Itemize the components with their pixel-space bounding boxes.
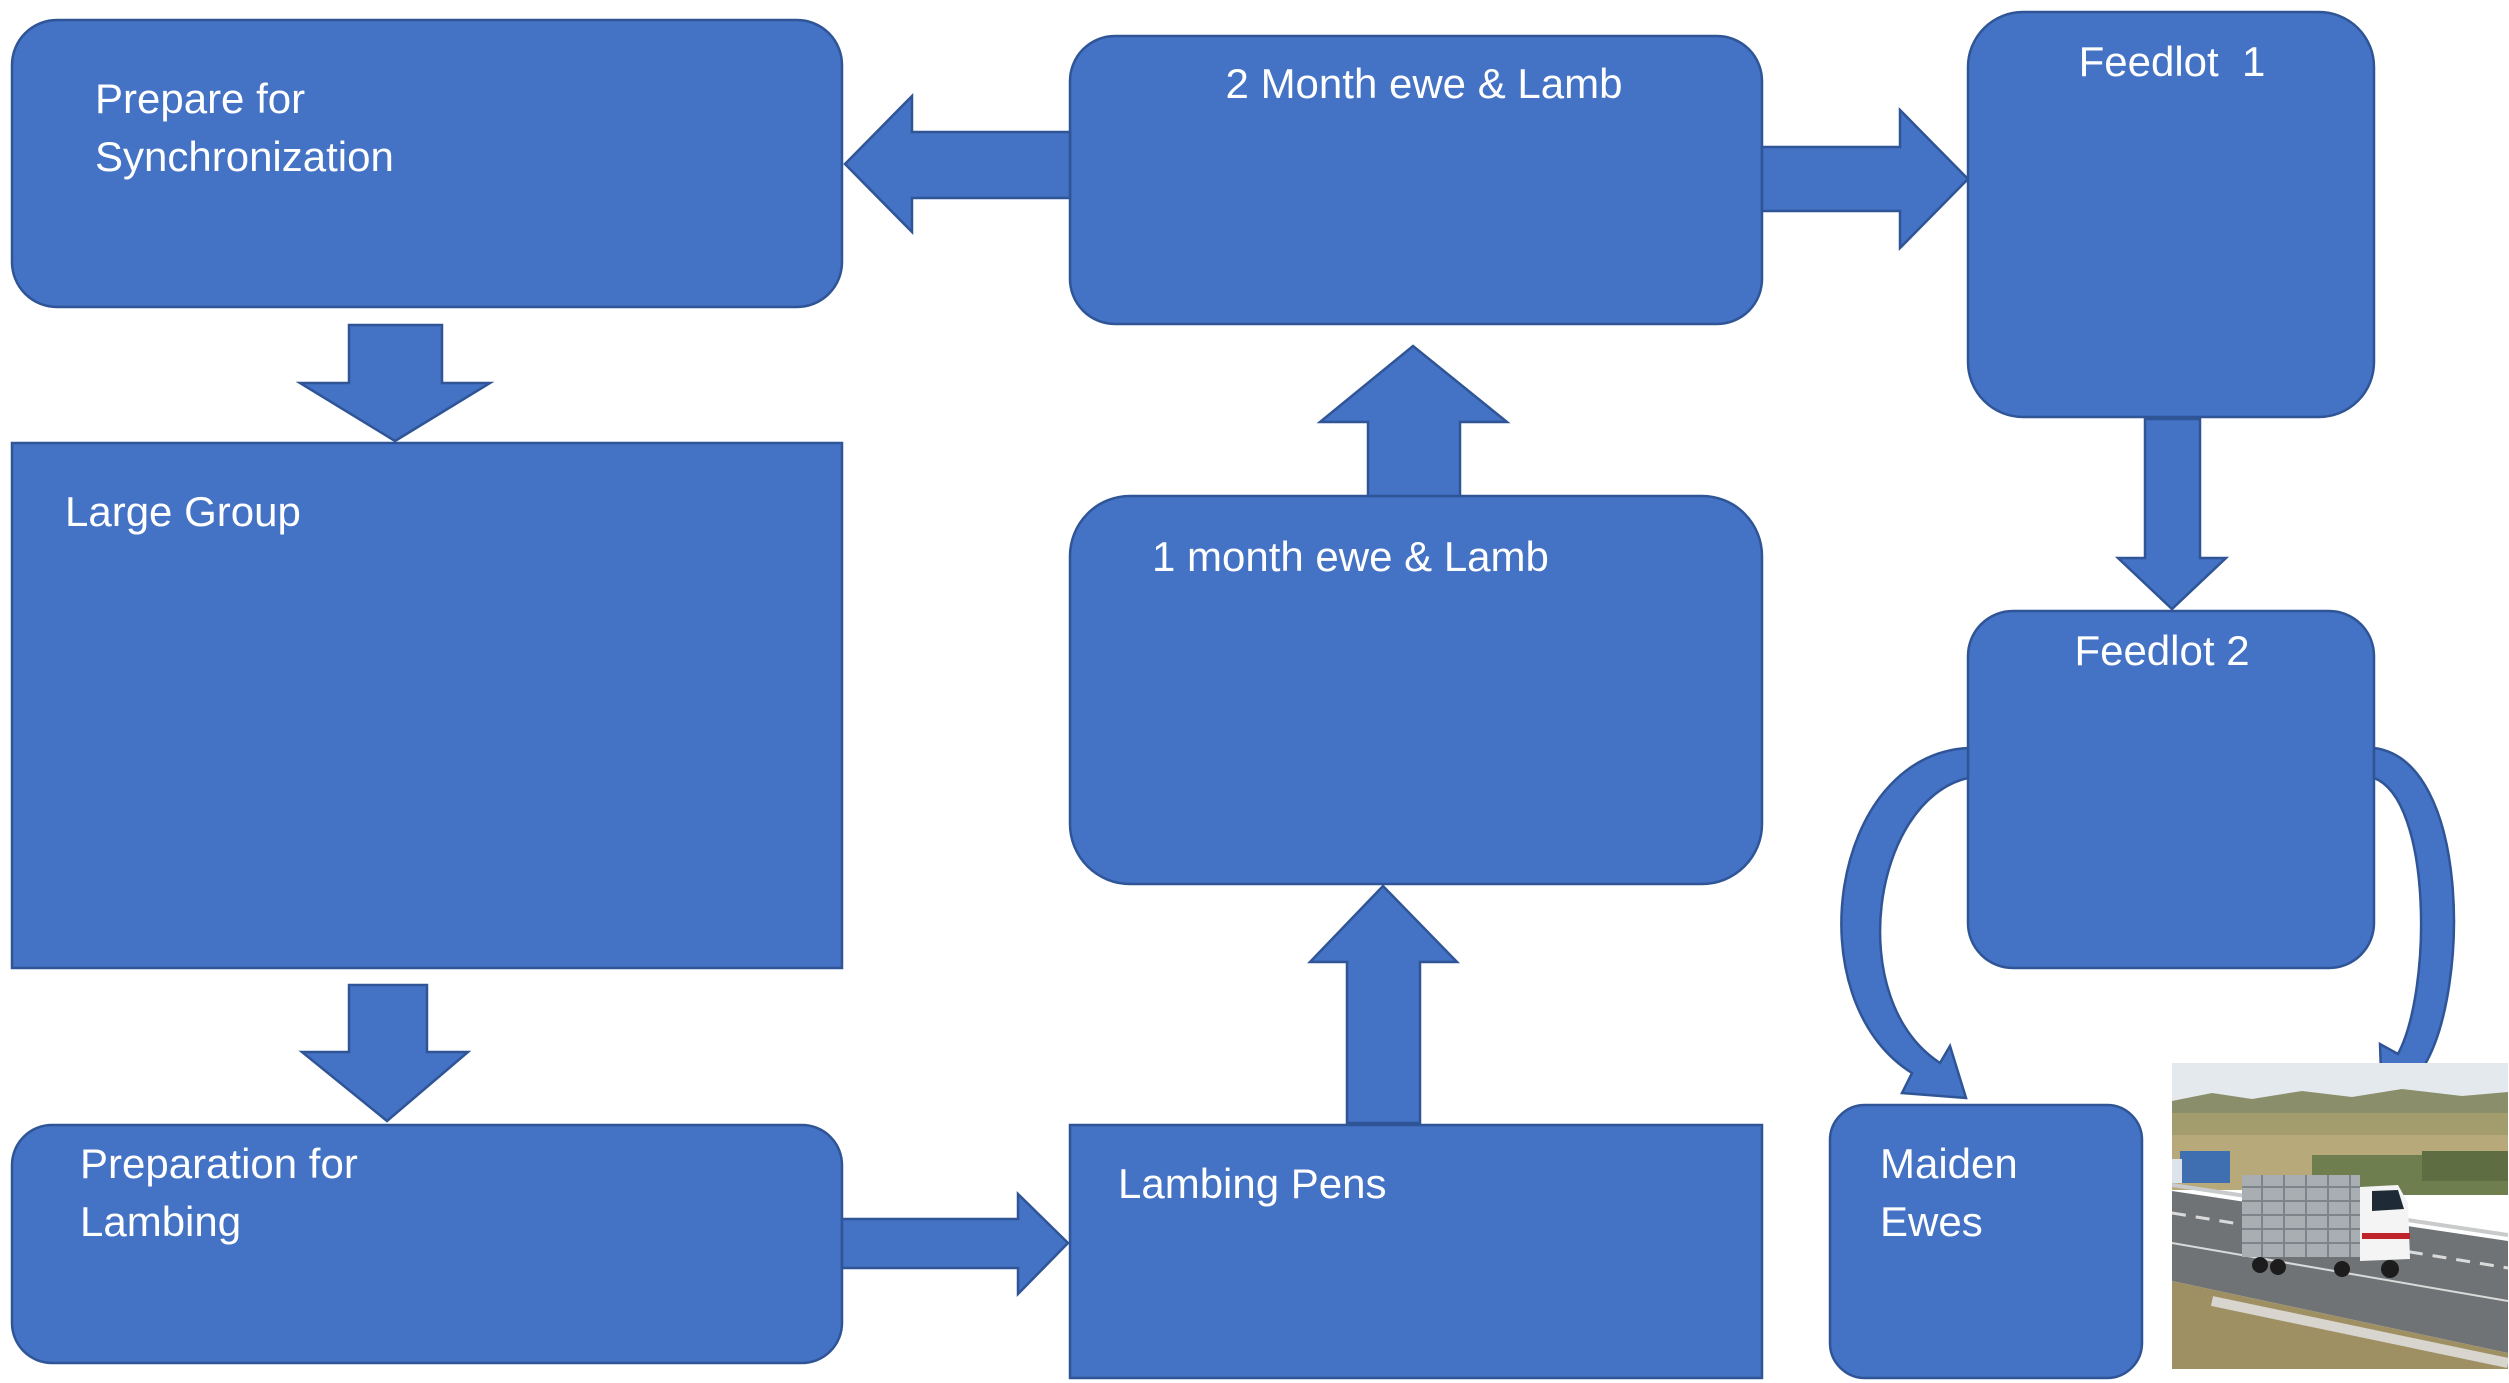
node-prepare-sync-line2: Synchronization	[95, 133, 394, 180]
arrow-feedlot2-to-truck	[2372, 746, 2456, 1104]
node-feedlot-2-label: Feedlot 2	[2074, 627, 2249, 674]
node-large-group-label: Large Group	[65, 488, 301, 535]
node-feedlot-2: Feedlot 2	[1966, 609, 2376, 970]
node-prep-lambing-line2: Lambing	[80, 1198, 241, 1245]
node-maiden-ewes: Maiden Ewes	[1828, 1103, 2144, 1380]
arrow-prepare-sync-to-large-group	[295, 323, 495, 443]
arrow-lambing-pens-to-1month	[1307, 884, 1460, 1125]
node-maiden-ewes-line2: Ewes	[1880, 1198, 1983, 1245]
node-1-month-ewe-lamb: 1 month ewe & Lamb	[1068, 494, 1764, 886]
arrow-feedlot1-to-feedlot2	[2114, 417, 2230, 611]
node-feedlot-1-label: Feedlot 1	[2079, 38, 2266, 85]
node-large-group: Large Group	[10, 441, 844, 970]
node-prep-lambing-line1: Preparation for	[80, 1140, 358, 1187]
node-lambing-pens: Lambing Pens	[1068, 1123, 1764, 1380]
node-prepare-for-synchronization: Prepare for Synchronization	[10, 18, 844, 309]
arrow-large-group-to-prep-lambing	[298, 983, 472, 1123]
node-feedlot-1: Feedlot 1	[1966, 10, 2376, 419]
node-lambing-pens-label: Lambing Pens	[1118, 1160, 1387, 1207]
arrow-2month-to-prepare-sync	[843, 92, 1072, 236]
arrow-feedlot2-to-maiden-ewes	[1840, 746, 1970, 1100]
node-1-month-label: 1 month ewe & Lamb	[1152, 533, 1549, 580]
node-2-month-label: 2 Month ewe & Lamb	[1226, 60, 1623, 107]
node-2-month-ewe-lamb: 2 Month ewe & Lamb	[1068, 34, 1764, 326]
arrow-2month-to-feedlot1	[1760, 106, 1970, 252]
node-preparation-for-lambing: Preparation for Lambing	[10, 1123, 844, 1365]
truck-photo-illustration	[2172, 1063, 2508, 1369]
truck-photo	[2172, 1063, 2508, 1369]
arrow-1month-to-2month	[1316, 344, 1511, 498]
arrow-prep-lambing-to-lambing-pens	[840, 1191, 1070, 1298]
node-prepare-sync-line1: Prepare for	[95, 75, 305, 122]
node-maiden-ewes-line1: Maiden	[1880, 1140, 2018, 1187]
